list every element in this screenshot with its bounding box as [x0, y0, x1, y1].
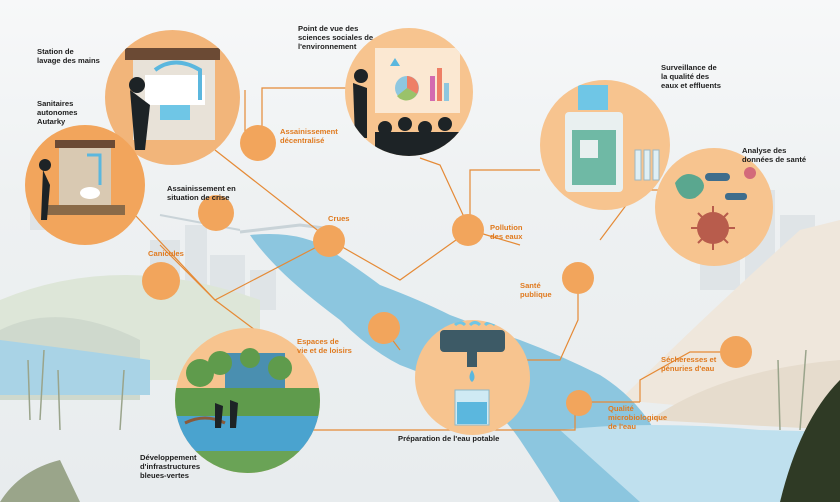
reeds [27, 349, 807, 431]
label-social-science: Point de vue des sciences sociales de l'… [298, 24, 374, 51]
floods-dot [313, 225, 345, 257]
health-data-circle [655, 148, 773, 266]
label-decentralized-sanitation: Assainissement décentralisé [280, 127, 338, 145]
social-science-circle [345, 28, 473, 156]
label-water-pollution: Pollution des eaux [490, 223, 523, 241]
label-water-monitoring: Surveillance de la qualité des eaux et e… [661, 63, 721, 90]
drought-dot [720, 336, 752, 368]
water-monitoring-circle [540, 80, 670, 210]
label-handwash-station: Station de lavage des mains [37, 47, 100, 65]
label-health-data: Analyse des données de santé [742, 146, 807, 164]
microbiological-quality-dot [566, 390, 592, 416]
public-health-dot [562, 262, 594, 294]
lake [0, 340, 150, 395]
label-crisis-sanitation: Assainissement en situation de crise [167, 184, 236, 202]
dune-right-front [650, 360, 840, 430]
shore-water [560, 425, 840, 502]
label-leisure-spaces: Espaces de vie et de loisirs [297, 337, 352, 355]
label-drinking-water-prep: Préparation de l'eau potable [398, 434, 500, 443]
drinking-water-circle [415, 320, 530, 435]
blue-green-infrastructure-circle [175, 328, 320, 473]
label-floods: Crues [328, 214, 350, 223]
grass-right [780, 380, 840, 502]
label-public-health: Santé publique [520, 281, 552, 299]
leisure-spaces-dot [368, 312, 400, 344]
label-blue-green-infra: Développement d'infrastructures bleues-v… [140, 453, 201, 480]
label-heatwaves: Canicules [148, 249, 184, 258]
label-autonomous-toilets: Sanitaires autonomes Autarky [37, 99, 78, 126]
crisis-sanitation-dot [198, 195, 234, 231]
grass-left [0, 460, 80, 502]
pollution-dot [452, 214, 484, 246]
decentralized-sanitation-dot [240, 125, 276, 161]
label-droughts: Sécheresses et pénuries d'eau [661, 355, 717, 373]
label-microbiological-quality: Qualité microbiologique de l'eau [608, 404, 668, 431]
autonomous-toilet-circle [25, 125, 145, 245]
heatwave-dot [142, 262, 180, 300]
